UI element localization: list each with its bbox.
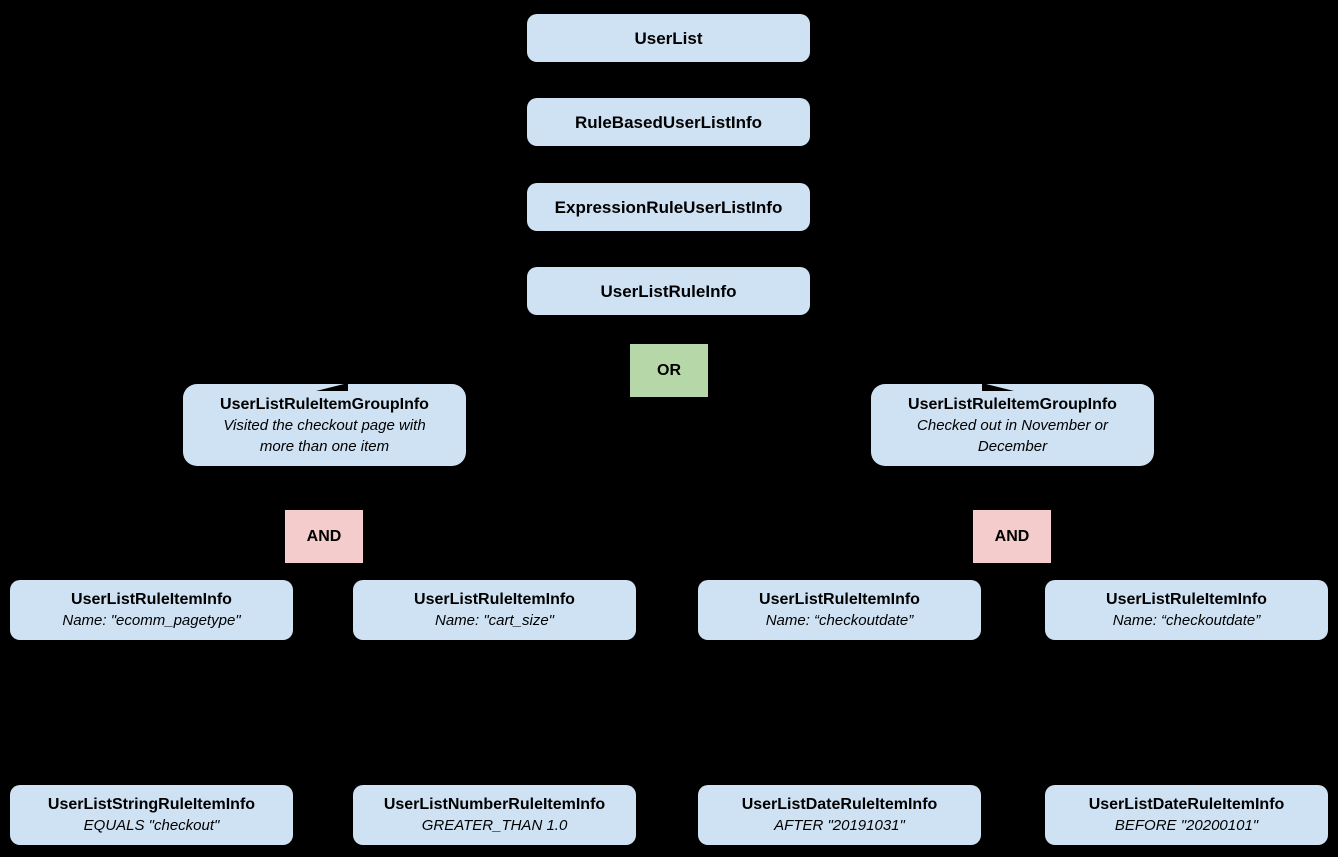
or-label: OR — [657, 361, 681, 379]
node-ruleitem-cart-size: UserListRuleItemInfo Name: "cart_size" — [353, 580, 636, 640]
group-subtitle: Checked out in November or December — [917, 416, 1108, 455]
ruleitem-title: UserListRuleItemInfo — [759, 591, 920, 608]
ruleitem-subtitle: Name: “checkoutdate” — [765, 612, 914, 629]
and-label: AND — [994, 527, 1030, 545]
leaf-title: UserListNumberRuleItemInfo — [383, 796, 606, 813]
leaf-subtitle: AFTER "20191031" — [774, 817, 905, 834]
node-ruleitem-checkoutdate-2: UserListRuleItemInfo Name: “checkoutdate… — [1045, 580, 1328, 640]
node-userlist: UserList — [527, 14, 810, 62]
group-title: UserListRuleItemGroupInfo — [220, 395, 429, 413]
ruleitem-title: UserListRuleItemInfo — [1106, 591, 1267, 608]
node-userlistruleinfo: UserListRuleInfo — [527, 267, 810, 315]
leaf-subtitle: EQUALS "checkout" — [83, 817, 220, 834]
leaf-subtitle: BEFORE "20200101" — [1114, 817, 1259, 834]
node-ruleitem-ecomm-pagetype: UserListRuleItemInfo Name: "ecomm_pagety… — [10, 580, 293, 640]
node-label: ExpressionRuleUserListInfo — [554, 197, 783, 217]
node-or-operator: OR — [630, 344, 708, 397]
node-group-checkout-page: UserListRuleItemGroupInfo Visited the ch… — [183, 384, 466, 466]
ruleitem-title: UserListRuleItemInfo — [71, 591, 232, 608]
node-expressionruleuserlistinfo: ExpressionRuleUserListInfo — [527, 183, 810, 231]
group-title: UserListRuleItemGroupInfo — [908, 395, 1117, 413]
node-date-ruleitem-before: UserListDateRuleItemInfo BEFORE "2020010… — [1045, 785, 1328, 845]
arrowhead-icon — [316, 383, 348, 391]
node-group-checked-out: UserListRuleItemGroupInfo Checked out in… — [871, 384, 1154, 466]
group-subtitle: Visited the checkout page with more than… — [223, 416, 426, 455]
node-label: UserListRuleInfo — [600, 281, 737, 301]
node-label: RuleBasedUserListInfo — [574, 112, 763, 132]
ruleitem-subtitle: Name: “checkoutdate” — [1112, 612, 1261, 629]
leaf-title: UserListDateRuleItemInfo — [741, 796, 938, 813]
node-and-operator-right: AND — [973, 510, 1051, 563]
node-string-ruleitem: UserListStringRuleItemInfo EQUALS "check… — [10, 785, 293, 845]
node-label: UserList — [634, 28, 703, 48]
ruleitem-subtitle: Name: "ecomm_pagetype" — [62, 612, 241, 629]
ruleitem-subtitle: Name: "cart_size" — [434, 612, 555, 629]
node-ruleitem-checkoutdate-1: UserListRuleItemInfo Name: “checkoutdate… — [698, 580, 981, 640]
ruleitem-title: UserListRuleItemInfo — [414, 591, 575, 608]
leaf-title: UserListDateRuleItemInfo — [1088, 796, 1285, 813]
node-rulebaseduserlistinfo: RuleBasedUserListInfo — [527, 98, 810, 146]
and-label: AND — [306, 527, 342, 545]
node-date-ruleitem-after: UserListDateRuleItemInfo AFTER "20191031… — [698, 785, 981, 845]
leaf-title: UserListStringRuleItemInfo — [47, 796, 256, 813]
node-number-ruleitem: UserListNumberRuleItemInfo GREATER_THAN … — [353, 785, 636, 845]
leaf-subtitle: GREATER_THAN 1.0 — [421, 817, 568, 834]
node-and-operator-left: AND — [285, 510, 363, 563]
arrowhead-icon — [982, 383, 1014, 391]
